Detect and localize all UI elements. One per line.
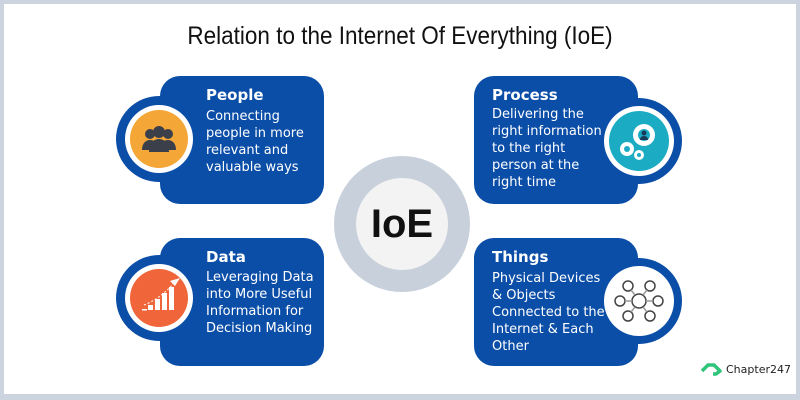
page-title: Relation to the Internet Of Everything (… [187, 22, 613, 50]
card-title: Data [206, 248, 246, 266]
card-description: Physical Devices & Objects Connected to … [492, 271, 605, 354]
connected-devices-icon [606, 268, 672, 334]
brand-logo: Chapter247 [700, 362, 791, 376]
card-title: Process [492, 86, 558, 104]
card-description: Connecting people in more relevant and v… [206, 109, 304, 175]
gears-icon [609, 111, 669, 171]
people-icon [130, 110, 188, 168]
card-description: Delivering the right information to the … [492, 107, 602, 190]
logo-text: Chapter247 [726, 362, 791, 376]
card-title: Things [492, 248, 549, 266]
center-hub: IoE [356, 178, 448, 270]
card-description: Leveraging Data into More Useful Informa… [206, 270, 314, 336]
chapter247-logo-icon [700, 363, 722, 376]
card-title: People [206, 86, 264, 104]
center-label: IoE [370, 201, 434, 246]
growth-chart-icon [130, 269, 188, 327]
